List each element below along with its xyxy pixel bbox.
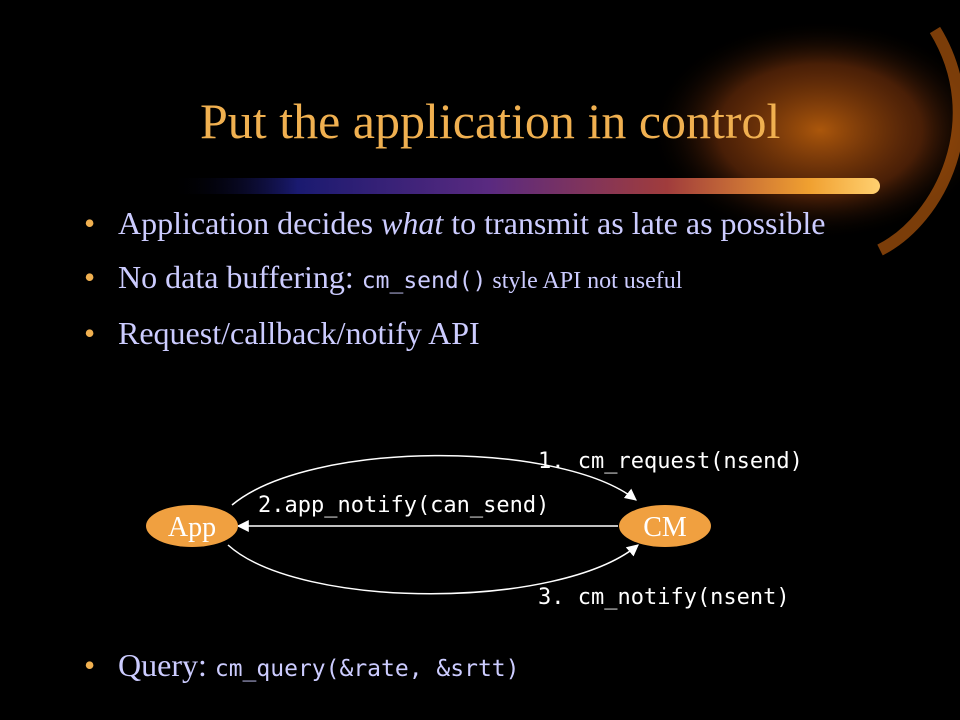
bullet-list: • Application decides what to transmit a… xyxy=(80,204,880,352)
cm-node-label: CM xyxy=(643,512,687,543)
bullet-text: style API not useful xyxy=(486,268,683,294)
edge-label-request: 1. cm_request(nsend) xyxy=(538,449,803,474)
bullet-item: • Application decides what to transmit a… xyxy=(80,204,880,242)
bullet-emphasis: what xyxy=(381,205,444,241)
bullet-text: Query: xyxy=(118,647,215,683)
notify-sent-arrow xyxy=(227,544,639,595)
edge-label-notify-sent: 3. cm_notify(nsent) xyxy=(538,585,790,610)
bullet-dot: • xyxy=(84,259,96,295)
bullet-code: cm_send() xyxy=(361,268,487,294)
cm-node xyxy=(619,505,711,547)
bullet-text: No data buffering: xyxy=(118,259,362,295)
slide-title: Put the application in control xyxy=(200,93,781,149)
request-arrow xyxy=(231,454,637,506)
bullet-dot: • xyxy=(84,315,96,351)
bullet-code: cm_query(&rate, &srtt) xyxy=(214,656,520,682)
bullet-item: • Request/callback/notify API xyxy=(80,314,880,352)
bullet-text: Request/callback/notify API xyxy=(118,315,480,351)
bullet-item-query: • Query: cm_query(&rate, &srtt) xyxy=(80,646,520,688)
app-node xyxy=(146,505,238,547)
bullet-item: • No data buffering: cm_send() style API… xyxy=(80,258,880,300)
bullet-dot: • xyxy=(84,647,96,683)
bullet-text: Application decides xyxy=(118,205,382,241)
title-swoosh-graphic xyxy=(170,20,960,256)
bullet-dot: • xyxy=(84,205,96,241)
bullet-text: to transmit as late as possible xyxy=(443,205,826,241)
edge-label-notify-can-send: 2.app_notify(can_send) xyxy=(258,493,549,518)
app-node-label: App xyxy=(168,512,216,543)
